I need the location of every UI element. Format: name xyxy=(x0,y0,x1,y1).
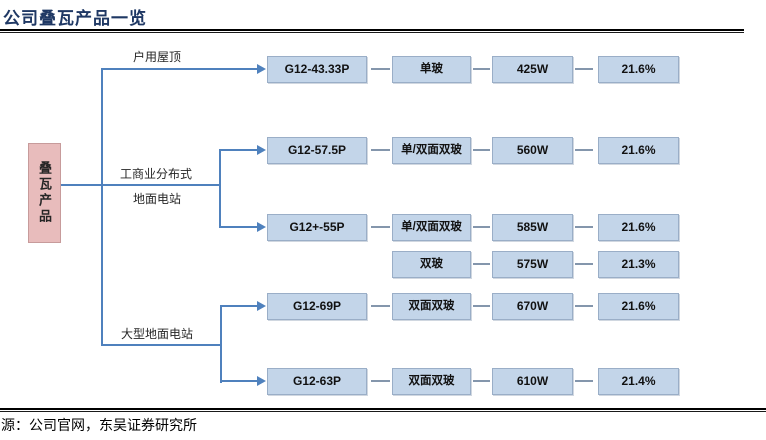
dash-connector xyxy=(371,68,390,70)
dash-connector xyxy=(575,305,593,307)
branch-label-commercial-distributed: 工商业分布式 xyxy=(120,167,193,181)
dash-connector xyxy=(371,149,390,151)
dash-connector xyxy=(575,226,593,228)
branch-label-residential-rooftop: 户用屋顶 xyxy=(133,50,182,64)
dash-connector xyxy=(371,226,390,228)
glass-type-box: 双面双玻 xyxy=(392,293,471,320)
footer-rule xyxy=(0,408,766,412)
product-box: G12+-55P xyxy=(267,214,367,241)
page-title: 公司叠瓦产品一览 xyxy=(3,9,147,28)
root-node: 叠瓦产品 xyxy=(28,143,61,243)
efficiency-box: 21.4% xyxy=(598,368,679,395)
connector-branch-residential xyxy=(101,68,257,70)
root-node-label: 叠瓦产品 xyxy=(37,161,52,225)
product-box: G12-57.5P xyxy=(267,137,367,164)
efficiency-box: 21.6% xyxy=(598,214,679,241)
power-box: 575W xyxy=(492,251,573,278)
dash-connector xyxy=(473,263,490,265)
arrow-right-icon xyxy=(257,301,266,311)
glass-type-box: 单/双面双玻 xyxy=(392,214,471,241)
arrow-right-icon xyxy=(257,145,266,155)
efficiency-box: 21.6% xyxy=(598,56,679,83)
dash-connector xyxy=(371,305,390,307)
dash-connector xyxy=(575,263,593,265)
connector-mid-vertical xyxy=(219,149,221,228)
dash-connector xyxy=(575,149,593,151)
arrow-right-icon xyxy=(257,376,266,386)
power-box: 585W xyxy=(492,214,573,241)
efficiency-box: 21.6% xyxy=(598,137,679,164)
power-box: 610W xyxy=(492,368,573,395)
branch-label-ground-station: 地面电站 xyxy=(133,192,182,206)
glass-type-box: 双面双玻 xyxy=(392,368,471,395)
connector-branch-row6 xyxy=(220,380,257,382)
power-box: 425W xyxy=(492,56,573,83)
efficiency-box: 21.6% xyxy=(598,293,679,320)
power-box: 670W xyxy=(492,293,573,320)
dash-connector xyxy=(575,68,593,70)
connector-branch-row5 xyxy=(220,305,257,307)
dash-connector xyxy=(473,149,490,151)
dash-connector xyxy=(371,380,390,382)
efficiency-box: 21.3% xyxy=(598,251,679,278)
title-rule xyxy=(0,29,744,33)
arrow-right-icon xyxy=(257,64,266,74)
source-note: 源：公司官网，东吴证券研究所 xyxy=(1,419,197,434)
product-box: G12-43.33P xyxy=(267,56,367,83)
dash-connector xyxy=(473,380,490,382)
connector-trunk-vertical xyxy=(101,68,103,346)
glass-type-box: 单玻 xyxy=(392,56,471,83)
glass-type-box: 双玻 xyxy=(392,251,471,278)
branch-label-large-ground-station: 大型地面电站 xyxy=(121,327,194,341)
glass-type-box: 单/双面双玻 xyxy=(392,137,471,164)
arrow-right-icon xyxy=(257,222,266,232)
product-box: G12-63P xyxy=(267,368,367,395)
product-box: G12-69P xyxy=(267,293,367,320)
dash-connector xyxy=(473,226,490,228)
connector-branch-row3 xyxy=(219,226,257,228)
connector-bottom-vertical xyxy=(220,305,222,383)
connector-root-horizontal xyxy=(61,184,221,186)
connector-branch-row2 xyxy=(219,149,257,151)
dash-connector xyxy=(473,305,490,307)
power-box: 560W xyxy=(492,137,573,164)
dash-connector xyxy=(575,380,593,382)
dash-connector xyxy=(473,68,490,70)
connector-bottom-horizontal xyxy=(101,344,222,346)
